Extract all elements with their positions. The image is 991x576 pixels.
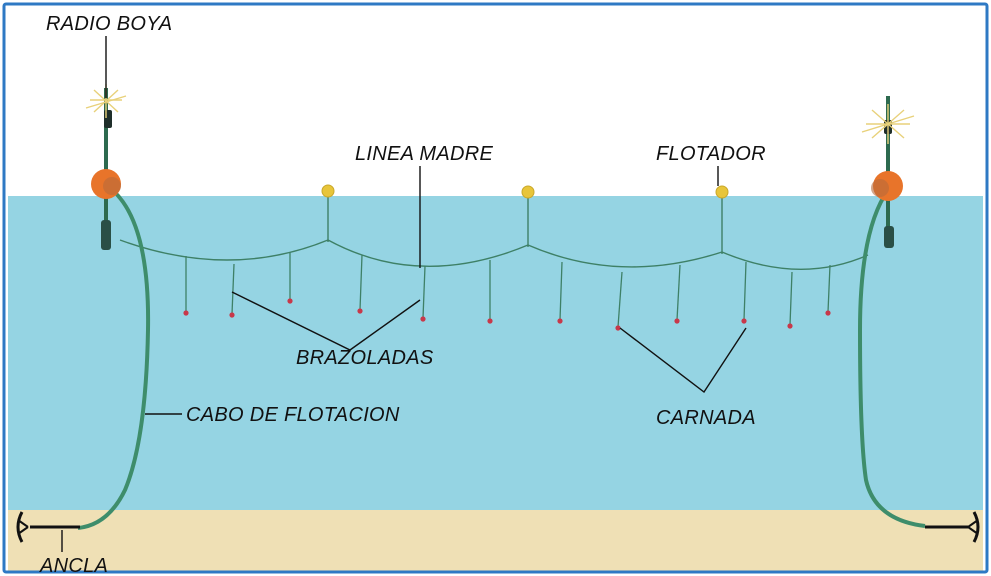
- bait-icon: [557, 318, 563, 324]
- bait-icon: [229, 312, 235, 318]
- label-bait: CARNADA: [656, 407, 756, 429]
- sky-area: [8, 8, 983, 196]
- float-lines: [327, 196, 723, 254]
- bait-marks: [183, 298, 831, 331]
- anchor-icon: [16, 511, 80, 543]
- label-radio-buoy: RADIO BOYA: [46, 13, 172, 35]
- float-icon: [715, 185, 729, 199]
- anchor-icon: [925, 511, 980, 543]
- float-rope-right: [857, 188, 926, 528]
- bait-icon: [825, 310, 831, 316]
- label-branch-lines: BRAZOLADAS: [296, 347, 434, 369]
- bait-icon: [674, 318, 680, 324]
- bait-icon: [487, 318, 493, 324]
- branch-lines: [185, 252, 831, 328]
- leader-lines: [61, 36, 747, 552]
- bait-icon: [420, 316, 426, 322]
- float-icon: [321, 184, 335, 198]
- bait-icon: [741, 318, 747, 324]
- label-main-line: LINEA MADRE: [355, 143, 494, 165]
- bait-icon: [183, 310, 189, 316]
- float-rope-left: [77, 186, 151, 530]
- floats: [321, 184, 729, 199]
- float-icon: [521, 185, 535, 199]
- label-anchor: ANCLA: [39, 555, 108, 576]
- radio-buoy-icon: [861, 96, 915, 248]
- label-float-line: CABO DE FLOTACION: [186, 404, 400, 426]
- water-area: [8, 196, 983, 510]
- bait-icon: [615, 325, 621, 331]
- bait-icon: [287, 298, 293, 304]
- bait-icon: [357, 308, 363, 314]
- label-float: FLOTADOR: [656, 143, 766, 165]
- bait-icon: [787, 323, 793, 329]
- seabed-area: [8, 510, 983, 572]
- radio-buoy-icon: [85, 84, 127, 250]
